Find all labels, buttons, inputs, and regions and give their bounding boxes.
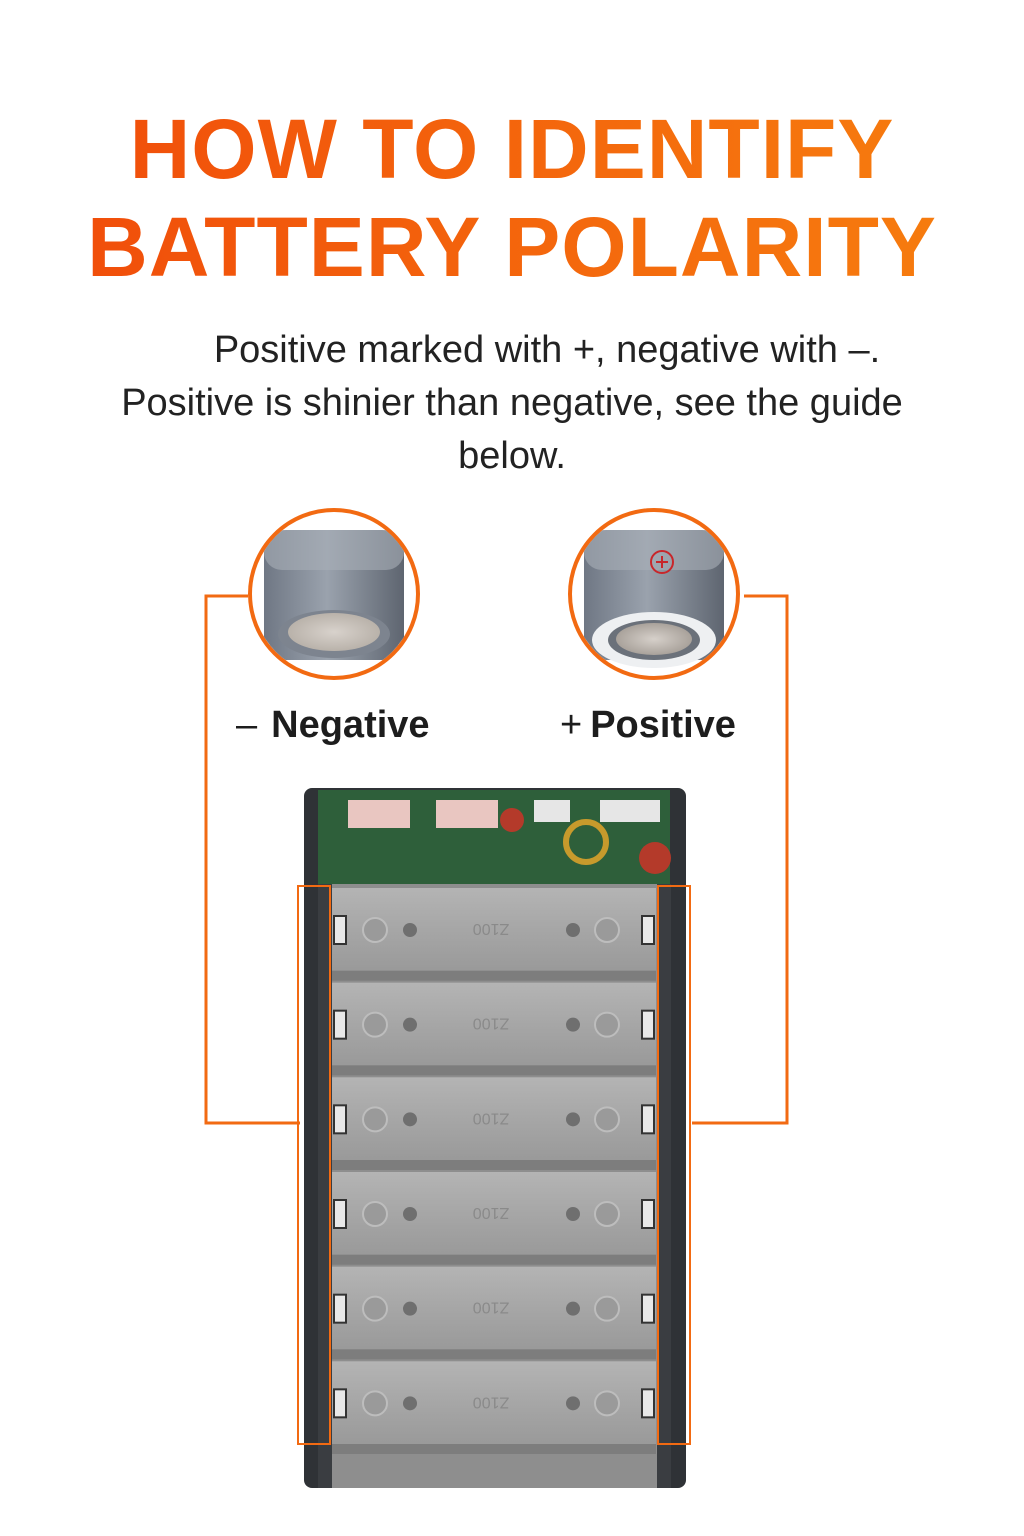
positive-connector-line [692,594,789,1125]
positive-symbol: + [560,704,583,746]
right-polarity-mark [594,1011,620,1038]
right-contact [641,1009,655,1040]
battery-slot: Z100 [332,982,656,1076]
right-rivet [566,1207,580,1221]
slot-marking: Z100 [473,1015,510,1032]
left-contact [333,1199,347,1229]
left-rivet [403,1396,417,1411]
left-contact [333,1388,347,1419]
slot-marking: Z100 [473,1204,510,1221]
left-polarity-mark [362,1390,388,1417]
description-line-2: Positive is shinier than negative, see t… [121,382,903,424]
connector-3 [534,800,570,822]
negative-terminal-lens [248,508,420,680]
negative-label: –Negative [236,704,430,747]
positive-terminal-lens [568,508,740,680]
capacitor-2 [639,842,671,874]
left-contact [333,1104,347,1135]
description-line-3: below. [458,435,566,477]
connector-1 [348,800,410,828]
right-polarity-mark [594,1390,620,1417]
negative-symbol: – [236,704,258,746]
slot-marking: Z100 [473,1109,510,1126]
left-polarity-mark [362,1011,388,1038]
right-polarity-mark [594,1106,620,1133]
slot-divider [332,1444,656,1454]
left-contact [333,915,347,945]
slot-divider [332,1065,656,1076]
left-highlight-box [297,885,331,1445]
right-contact [641,1104,655,1135]
right-rivet [566,1396,580,1411]
left-polarity-mark [362,1201,388,1227]
left-polarity-mark [362,1106,388,1133]
left-rail [318,884,332,1488]
connector-2 [436,800,498,828]
battery-slot: Z100 [332,1172,656,1265]
left-rivet [403,923,417,937]
left-contact [333,1293,347,1324]
description: Positive marked with +, negative with –.… [60,324,964,483]
positive-terminal-icon [584,530,724,668]
battery-slot: Z100 [332,1266,656,1360]
battery-slot: Z100 [332,888,656,981]
right-rail [657,884,671,1488]
right-contact [641,1199,655,1229]
left-rivet [403,1017,417,1032]
right-polarity-mark [594,917,620,943]
left-polarity-mark [362,917,388,943]
left-contact [333,1009,347,1040]
left-polarity-mark [362,1295,388,1322]
description-line-1: Positive marked with +, negative with –. [213,329,881,371]
left-rivet [403,1301,417,1316]
right-rivet [566,923,580,937]
right-contact [641,915,655,945]
right-rivet [566,1017,580,1032]
slot-divider [332,1349,656,1360]
slot-marking: Z100 [473,1393,510,1410]
right-rivet [566,1112,580,1127]
battery-slot: Z100 [332,1361,656,1454]
negative-label-text: Negative [271,704,430,746]
connector-4 [600,800,660,822]
right-contact [641,1293,655,1324]
negative-connector-line [204,594,300,1125]
right-contact [641,1388,655,1419]
right-highlight-box [657,885,691,1445]
battery-slot: Z100 [332,1077,656,1170]
right-rivet [566,1301,580,1316]
slot-marking: Z100 [473,1299,510,1316]
slot-divider [332,1254,656,1265]
capacitor-1 [500,808,524,832]
positive-label-text: Positive [590,704,736,746]
left-rivet [403,1112,417,1127]
right-polarity-mark [594,1201,620,1227]
negative-terminal-icon [264,530,404,660]
slot-divider [332,1160,656,1170]
inductor-coil [563,819,609,865]
left-rivet [403,1207,417,1221]
positive-label: +Positive [560,704,736,747]
slot-divider [332,970,656,981]
right-polarity-mark [594,1295,620,1322]
slot-marking: Z100 [473,920,510,937]
